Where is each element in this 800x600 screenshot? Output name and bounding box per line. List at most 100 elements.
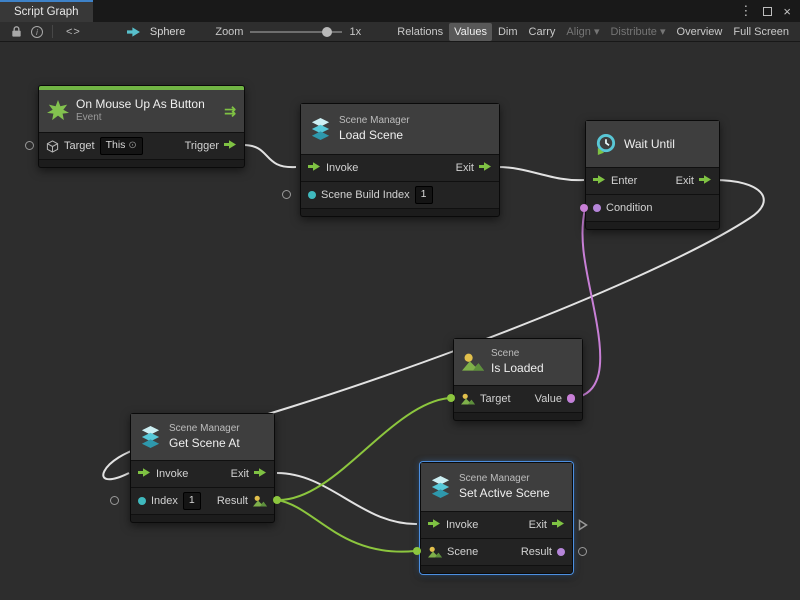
zoom-slider-track[interactable] xyxy=(250,30,343,33)
cube-icon xyxy=(46,139,59,153)
exit-port-label: Exit xyxy=(230,468,249,480)
scene-build-index-label: Scene Build Index xyxy=(321,189,410,201)
invoke-port-label: Invoke xyxy=(326,162,359,174)
graph-breadcrumb[interactable]: Sphere xyxy=(123,26,185,38)
port-dot-isloaded-target[interactable] xyxy=(447,394,455,402)
window-controls: ⋮ × xyxy=(739,0,800,22)
port-circle-mouseup-target[interactable] xyxy=(25,141,34,150)
node-header[interactable]: Scene Is Loaded xyxy=(454,339,582,385)
index-value-chip[interactable]: 1 xyxy=(182,492,201,510)
carry-button[interactable]: Carry xyxy=(528,25,556,38)
close-icon[interactable]: × xyxy=(783,3,791,19)
scene-type-icon[interactable] xyxy=(253,494,267,508)
zoom-slider-handle[interactable] xyxy=(322,26,333,37)
port-circle-loadscene-index[interactable] xyxy=(282,190,291,199)
fullscreen-button[interactable]: Full Screen xyxy=(733,25,789,38)
info-icon[interactable]: i xyxy=(31,25,43,38)
port-triangle-setactive-exit[interactable] xyxy=(578,518,588,536)
port-row: Condition xyxy=(586,195,719,221)
node-header[interactable]: On Mouse Up As Button Event ⇉ xyxy=(39,90,244,132)
scene-manager-icon xyxy=(139,425,162,449)
values-button[interactable]: Values xyxy=(449,22,492,41)
wire-result-to-scene-input[interactable] xyxy=(276,499,416,553)
node-title: Get Scene At xyxy=(169,435,240,450)
overview-button[interactable]: Overview xyxy=(676,25,723,38)
scene-type-icon[interactable] xyxy=(428,545,442,559)
relations-button[interactable]: Relations xyxy=(397,25,444,38)
port-circle-getsceneat-index[interactable] xyxy=(110,496,119,505)
coroutine-arrows-icon[interactable]: ⇉ xyxy=(224,102,236,119)
flow-input-icon[interactable] xyxy=(308,161,321,175)
node-set-active-scene[interactable]: Scene Manager Set Active Scene Invoke Ex… xyxy=(420,462,573,574)
align-dropdown[interactable]: Align ▾ xyxy=(566,26,600,38)
object-picker-icon[interactable]: ⊙ xyxy=(128,140,137,152)
flow-output-icon[interactable] xyxy=(552,518,565,532)
wire-value-to-condition[interactable] xyxy=(570,208,602,399)
result-port-label: Result xyxy=(216,495,248,507)
toolbar-buttons: Relations Values Dim Carry Align ▾ Distr… xyxy=(392,22,794,41)
port-dot-setactive-scene[interactable] xyxy=(413,547,421,555)
wire-result-to-isloaded[interactable] xyxy=(276,397,450,502)
wire-loadscene-to-waituntil[interactable] xyxy=(496,166,585,182)
code-icon[interactable]: <> xyxy=(66,25,81,38)
maximize-icon[interactable] xyxy=(763,6,773,16)
int-port-icon[interactable] xyxy=(138,497,146,505)
port-dot-waituntil-condition[interactable] xyxy=(580,204,588,212)
node-subtitle: Event xyxy=(76,112,102,124)
port-dot-isloaded-value[interactable] xyxy=(567,394,575,402)
flow-output-icon[interactable] xyxy=(699,174,712,188)
target-value-chip[interactable]: This ⊙ xyxy=(99,137,143,155)
scene-icon xyxy=(462,351,484,373)
bool-port-icon[interactable] xyxy=(593,204,601,212)
node-header[interactable]: Scene Manager Load Scene xyxy=(301,104,499,154)
lock-icon[interactable] xyxy=(10,25,23,38)
port-row: Enter Exit xyxy=(586,168,719,194)
port-row: Index 1 Result xyxy=(131,488,274,514)
event-icon xyxy=(47,100,69,122)
index-value: 1 xyxy=(188,494,195,507)
flow-output-icon[interactable] xyxy=(224,139,237,153)
target-port-label: Target xyxy=(480,393,511,405)
node-header[interactable]: Scene Manager Set Active Scene xyxy=(421,463,572,511)
index-port-label: Index xyxy=(151,495,178,507)
menu-icon[interactable]: ⋮ xyxy=(739,3,753,18)
node-get-scene-at[interactable]: Scene Manager Get Scene At Invoke Exit I… xyxy=(130,413,275,523)
port-circle-setactive-result[interactable] xyxy=(578,547,587,556)
port-row: Invoke Exit xyxy=(421,512,572,538)
zoom-slider[interactable] xyxy=(250,26,343,38)
flow-input-icon[interactable] xyxy=(428,518,441,532)
port-dot-result-output[interactable] xyxy=(273,496,281,504)
node-load-scene[interactable]: Scene Manager Load Scene Invoke Exit Sce… xyxy=(300,103,500,217)
target-value: This xyxy=(105,139,126,152)
wire-getsceneat-to-setactive[interactable] xyxy=(276,472,418,526)
int-port-icon[interactable] xyxy=(308,191,316,199)
tab-script-graph[interactable]: Script Graph xyxy=(0,0,93,22)
node-wait-until[interactable]: Wait Until Enter Exit Condition xyxy=(585,120,720,230)
flow-output-icon[interactable] xyxy=(479,161,492,175)
trigger-port-label: Trigger xyxy=(184,140,219,152)
node-header[interactable]: Scene Manager Get Scene At xyxy=(131,414,274,460)
scene-build-index-value-chip[interactable]: 1 xyxy=(414,186,433,204)
port-row: Invoke Exit xyxy=(301,155,499,181)
node-on-mouse-up[interactable]: On Mouse Up As Button Event ⇉ Target Thi… xyxy=(38,85,245,168)
scene-type-icon[interactable] xyxy=(461,392,475,406)
graph-canvas[interactable]: On Mouse Up As Button Event ⇉ Target Thi… xyxy=(0,42,800,600)
port-row: Target Value xyxy=(454,386,582,412)
zoom-value: 1x xyxy=(349,25,362,38)
flow-output-icon[interactable] xyxy=(254,467,267,481)
node-category: Scene xyxy=(491,348,520,360)
node-is-loaded[interactable]: Scene Is Loaded Target Value xyxy=(453,338,583,421)
result-port-icon[interactable] xyxy=(557,548,565,556)
wire-trigger-to-loadscene[interactable] xyxy=(242,144,297,169)
distribute-dropdown[interactable]: Distribute ▾ xyxy=(610,26,666,38)
exit-port-label: Exit xyxy=(528,519,547,531)
scene-manager-icon xyxy=(429,475,452,499)
flow-input-icon[interactable] xyxy=(138,467,151,481)
node-footer xyxy=(131,515,274,522)
node-header[interactable]: Wait Until xyxy=(586,121,719,167)
wire-waituntil-to-getsceneat[interactable] xyxy=(102,179,765,481)
invoke-port-label: Invoke xyxy=(156,468,189,480)
dim-button[interactable]: Dim xyxy=(497,25,518,38)
flow-input-icon[interactable] xyxy=(593,174,606,188)
condition-port-label: Condition xyxy=(606,202,653,214)
